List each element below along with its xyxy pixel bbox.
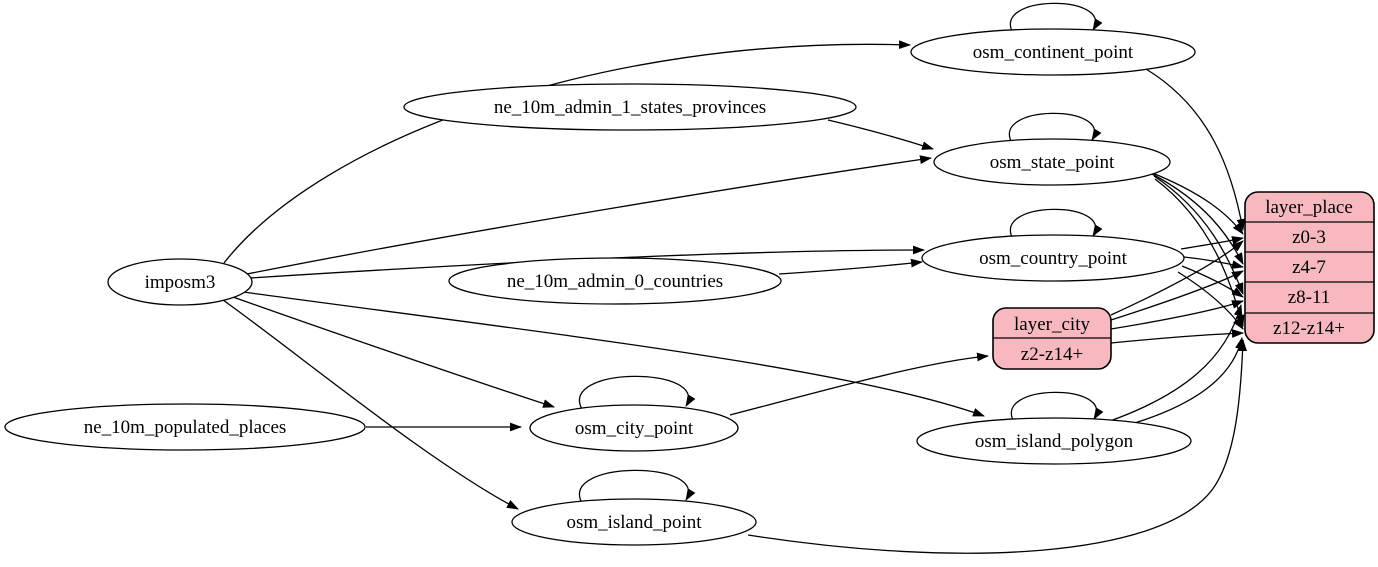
selfloop-osm_island_point [578, 469, 696, 504]
osm_city_point-label: osm_city_point [575, 418, 694, 439]
osm_state_point-label: osm_state_point [990, 152, 1115, 173]
ne_10m_populated_places-label: ne_10m_populated_places [84, 417, 287, 438]
edge-layer_city-to-layer_place-z12-z14 [1110, 329, 1244, 344]
osm_island_polygon-ellipse [916, 417, 1192, 465]
selfloop-osm_continent_point [1009, 2, 1103, 34]
node-ne_10m_admin_1_states_provinces: ne_10m_admin_1_states_provinces [403, 83, 857, 131]
osm_country_point-label: osm_country_point [979, 248, 1127, 269]
ne_10m_admin_0_countries-ellipse [448, 257, 782, 305]
edge-osm_continent_point-to-layer_place-z0-3 [1145, 68, 1246, 231]
edge-layer_city-to-layer_place-z0-3 [1110, 240, 1244, 316]
edges [222, 2, 1247, 554]
osm_continent_point-ellipse [910, 28, 1196, 76]
layer_place-row-z4-7: z4-7 [1292, 257, 1326, 278]
edge-imposm3-to-osm_island_point [222, 299, 519, 510]
imposm3-label: imposm3 [145, 272, 216, 293]
node-osm_state_point: osm_state_point [933, 138, 1171, 186]
layer_city-row-z2-z14: z2-z14+ [1021, 344, 1083, 365]
edge-layer_city-to-layer_place-z4-7 [1110, 270, 1244, 321]
edge-imposm3-to-osm_city_point [232, 296, 555, 408]
edge-osm_island_polygon-to-layer_place-z8-11 [1109, 304, 1243, 422]
ne_10m_admin_1_states_provinces-ellipse [403, 83, 857, 131]
node-osm_country_point: osm_country_point [921, 234, 1185, 282]
node-ne_10m_populated_places: ne_10m_populated_places [4, 403, 366, 451]
edge-osm_state_point-to-layer_place-z4-7 [1151, 173, 1244, 265]
node-osm_city_point: osm_city_point [529, 404, 739, 452]
layer_place-title: layer_place [1265, 197, 1353, 218]
edge-osm_country_point-to-layer_place-z4-7 [1183, 256, 1244, 269]
osm_country_point-ellipse [921, 234, 1185, 282]
node-osm_continent_point: osm_continent_point [910, 28, 1196, 76]
edge-osm_state_point-to-layer_place-z8-11 [1153, 175, 1244, 295]
selfloop-osm_state_point [1008, 112, 1102, 144]
node-osm_island_point: osm_island_point [511, 498, 757, 546]
node-layer_city: layer_city z2-z14+ [992, 307, 1112, 370]
osm_island_polygon-label: osm_island_polygon [975, 431, 1134, 452]
edge-osm_country_point-to-layer_place-z12-z14 [1177, 271, 1244, 330]
layer_place-row-z8-11: z8-11 [1288, 287, 1331, 308]
layer_city-title: layer_city [1014, 314, 1090, 335]
edge-imposm3-to-osm_continent_point [223, 40, 911, 264]
layer_place-record [1244, 191, 1375, 344]
ne_10m_populated_places-ellipse [4, 403, 366, 451]
edge-ne_10m_admin_1_states_provinces-to-osm_state_point [827, 119, 934, 150]
edge-imposm3-to-osm_island_polygon [242, 291, 985, 417]
selfloop-osm_city_point [578, 375, 696, 410]
edge-osm_state_point-to-layer_place-z0-3 [1149, 171, 1244, 235]
osm_island_point-ellipse [511, 498, 757, 546]
edge-imposm3-to-osm_state_point [246, 155, 932, 275]
osm_city_point-ellipse [529, 404, 739, 452]
edge-osm_island_point-to-layer_place-z12-z14 [747, 339, 1247, 554]
edge-osm_island_polygon-to-layer_place-z12-z14 [1124, 337, 1244, 427]
edge-osm_city_point-to-layer_city-z2-z14 [729, 352, 989, 416]
edge-osm_country_point-to-layer_place-z0-3 [1180, 236, 1244, 250]
selfloop-osm_country_point [1009, 208, 1103, 240]
edge-layer_city-to-layer_place-z8-11 [1110, 300, 1244, 330]
selfloop-osm_island_polygon [1010, 391, 1104, 423]
node-layer_place: layer_place z0-3 z4-7 z8-11 z12-z14+ [1244, 191, 1375, 344]
node-imposm3: imposm3 [107, 258, 253, 306]
osm_continent_point-label: osm_continent_point [973, 42, 1134, 63]
edge-ne_10m_admin_0_countries-to-osm_country_point [778, 258, 923, 275]
layer_place-row-z12-z14: z12-z14+ [1273, 318, 1345, 339]
osm_island_point-label: osm_island_point [566, 512, 702, 533]
ne_10m_admin_1_states_provinces-label: ne_10m_admin_1_states_provinces [494, 97, 766, 118]
layer_place-row-z0-3: z0-3 [1292, 227, 1326, 248]
ne_10m_admin_0_countries-label: ne_10m_admin_0_countries [507, 271, 723, 292]
osm_state_point-ellipse [933, 138, 1171, 186]
imposm3-ellipse [107, 258, 253, 306]
node-ne_10m_admin_0_countries: ne_10m_admin_0_countries [448, 257, 782, 305]
node-osm_island_polygon: osm_island_polygon [916, 417, 1192, 465]
